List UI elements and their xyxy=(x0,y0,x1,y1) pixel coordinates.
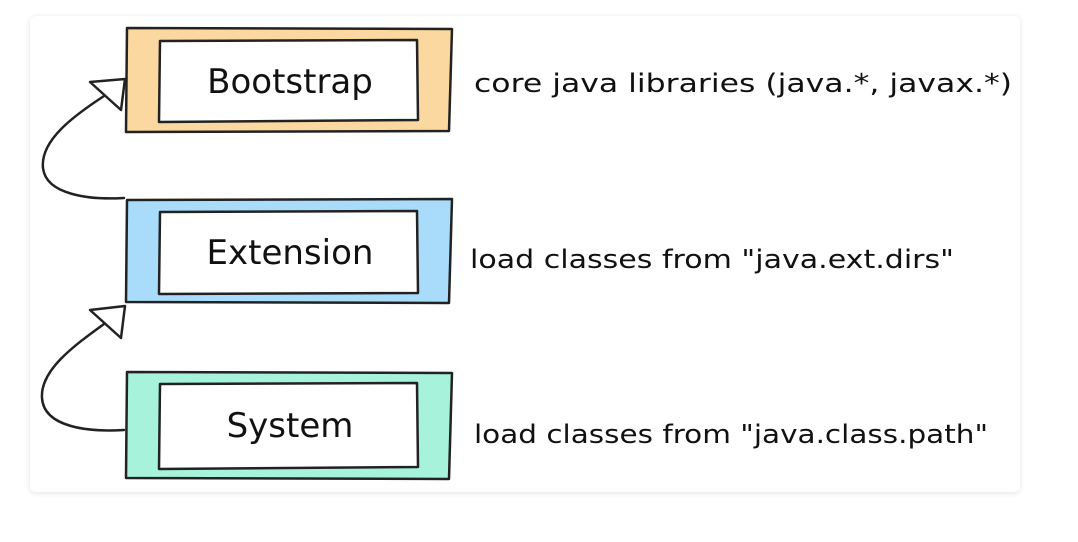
bootstrap-inner-box xyxy=(157,38,420,124)
arrow-system-to-extension xyxy=(40,304,127,432)
arrow-extension-to-bootstrap xyxy=(41,77,127,200)
arrowhead-lower xyxy=(88,304,127,340)
extension-inner-box xyxy=(157,209,420,296)
arrow-curve-upper xyxy=(41,94,126,200)
system-description: load classes from "java.class.path" xyxy=(474,420,988,450)
bootstrap-label: Bootstrap xyxy=(207,62,373,102)
system-loader-box: System xyxy=(124,370,454,481)
arrow-curve-lower xyxy=(40,322,126,432)
bootstrap-loader-box: Bootstrap xyxy=(124,26,454,134)
system-label: System xyxy=(227,406,354,446)
bootstrap-description: core java libraries (java.*, javax.*) xyxy=(474,69,1012,99)
extension-description: load classes from "java.ext.dirs" xyxy=(470,245,954,275)
system-inner-box xyxy=(157,381,420,471)
extension-loader-box: Extension xyxy=(124,197,454,305)
extension-label: Extension xyxy=(207,233,374,273)
arrowhead-upper xyxy=(88,77,127,112)
